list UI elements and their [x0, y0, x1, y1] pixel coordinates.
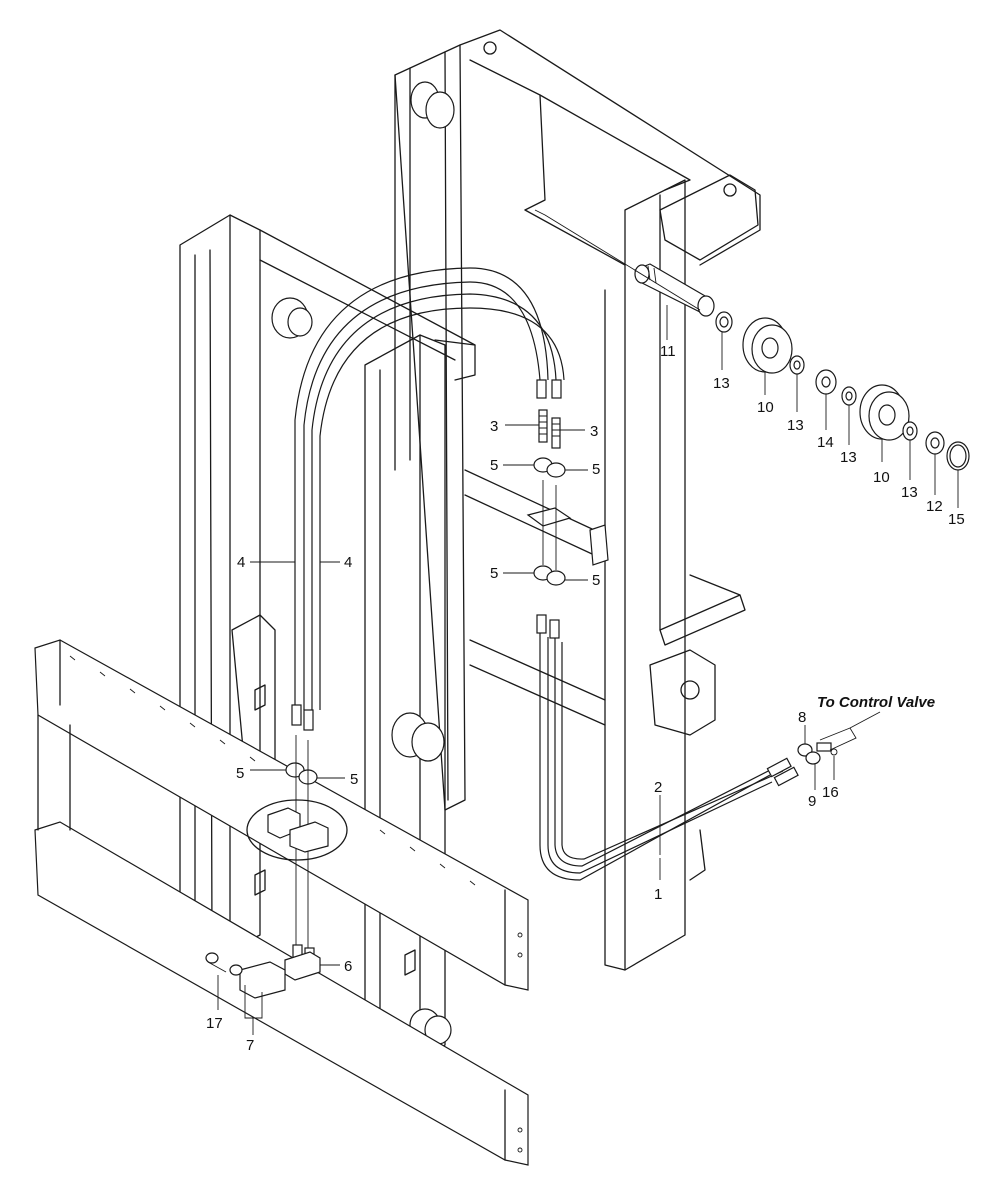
callout-8: 8: [798, 709, 806, 726]
callout-11: 11: [660, 343, 676, 360]
callout-5-lower-left: 5: [236, 765, 244, 782]
callout-13-b: 13: [787, 417, 804, 434]
hose-1-2: [536, 614, 799, 881]
callout-labels: 3 3 5 5 5 5 4 4 5 5 6 17 7 11 13 10 13 1…: [206, 343, 965, 1054]
callout-7: 7: [246, 1037, 254, 1054]
callout-16: 16: [822, 784, 839, 801]
fitting-3: [538, 409, 561, 449]
callout-15: 15: [948, 511, 965, 528]
hose-end-fittings-upper: [291, 379, 562, 731]
callout-14: 14: [817, 434, 834, 451]
callout-13-d: 13: [901, 484, 918, 501]
leader-lines: [217, 305, 959, 1035]
callout-2: 2: [654, 779, 662, 796]
callout-5-mid-left: 5: [490, 565, 498, 582]
nut-5-lower: [285, 735, 318, 955]
callout-5-upper-left: 5: [490, 457, 498, 474]
carriage: [34, 639, 529, 1166]
callout-12: 12: [926, 498, 943, 515]
callout-10-b: 10: [873, 469, 890, 486]
callout-6: 6: [344, 958, 352, 975]
callout-5-mid-right: 5: [592, 572, 600, 589]
callout-9: 9: [808, 793, 816, 810]
callout-17: 17: [206, 1015, 223, 1032]
detail-circle-bracket: [246, 799, 348, 861]
callout-10-a: 10: [757, 399, 774, 416]
callout-13-a: 13: [713, 375, 730, 392]
exploded-sheave-assembly: [534, 209, 970, 471]
callout-1: 1: [654, 886, 662, 903]
hose-4-arch: [294, 267, 565, 710]
callout-3-left: 3: [490, 418, 498, 435]
callout-3-right: 3: [590, 423, 598, 440]
outer-mast: [394, 29, 761, 971]
callout-13-c: 13: [840, 449, 857, 466]
fittings-6-7-17: [205, 944, 321, 1019]
callout-4-right: 4: [344, 554, 352, 571]
fittings-8-9-16: [797, 727, 857, 765]
to-control-valve-note: To Control Valve: [817, 694, 935, 711]
callout-5-lower-right: 5: [350, 771, 358, 788]
nut-5-upper: [526, 457, 609, 586]
callout-5-upper-right: 5: [592, 461, 600, 478]
callout-4-left: 4: [237, 554, 245, 571]
